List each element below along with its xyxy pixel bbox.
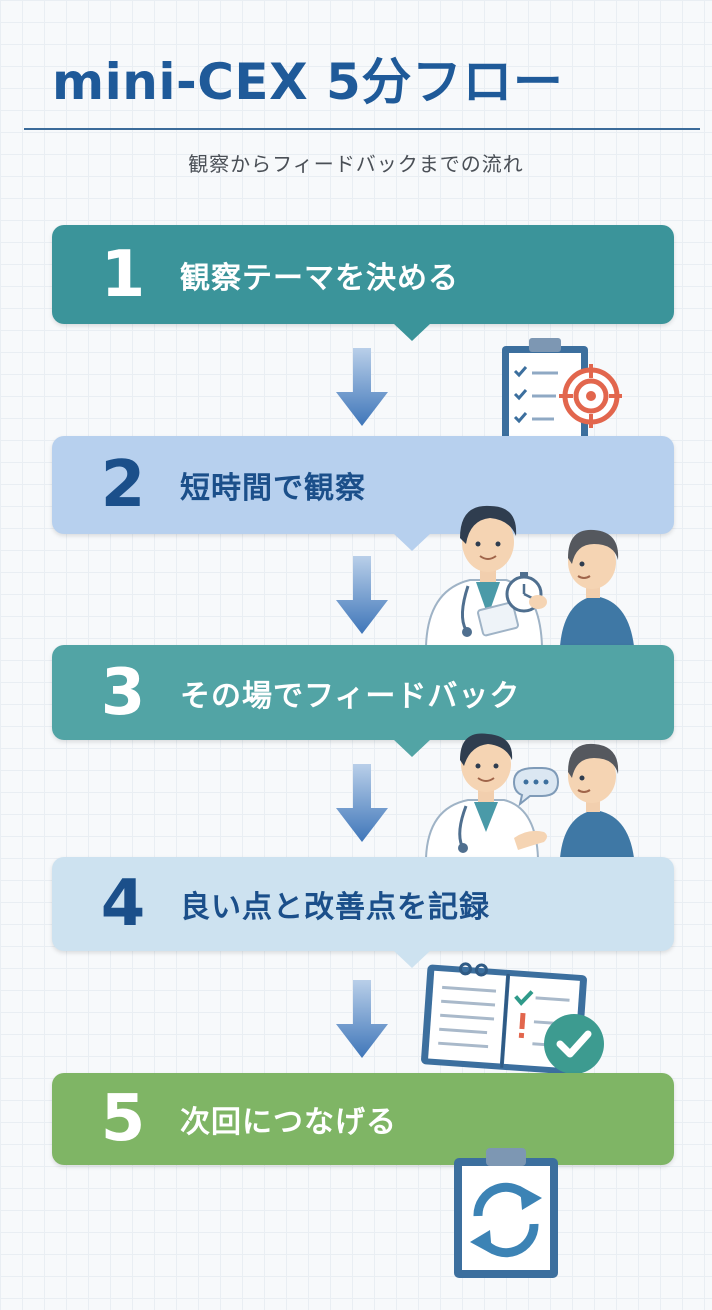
flow-step-3: 3 その場でフィードバック — [52, 645, 674, 757]
doctor-with-stopwatch-illustration — [424, 505, 634, 646]
step-label: 観察テーマを決める — [180, 260, 459, 296]
clipboard-target-icon — [502, 338, 622, 450]
flow-step-5: 5 次回につなげる — [52, 1073, 674, 1165]
step-number: 3 — [100, 655, 146, 730]
doctor-talking-illustration — [424, 733, 634, 858]
arrow-down-icon — [336, 980, 388, 1058]
step-number: 1 — [100, 237, 146, 312]
step-number: 4 — [100, 867, 146, 941]
arrow-down-icon — [336, 556, 388, 634]
clipboard-refresh-icon — [454, 1148, 558, 1278]
page-subtitle: 観察からフィードバックまでの流れ — [188, 152, 524, 176]
step-label: 良い点と改善点を記録 — [180, 890, 490, 925]
step-label: 次回につなげる — [180, 1105, 397, 1140]
flow-step-2: 2 短時間で観察 — [52, 436, 674, 551]
step-number: 5 — [100, 1082, 146, 1156]
title-divider — [24, 128, 700, 130]
flow-step-1: 1 観察テーマを決める — [52, 225, 674, 341]
step-number: 2 — [100, 448, 146, 522]
page-title: mini-CEX 5分フロー — [52, 53, 564, 111]
flow-step-4: 4 良い点と改善点を記録 — [52, 857, 674, 968]
arrow-down-icon — [336, 764, 388, 842]
step-label: その場でフィードバック — [180, 678, 521, 714]
step-label: 短時間で観察 — [180, 471, 366, 506]
arrow-down-icon — [336, 348, 388, 426]
notebook-check-icon — [421, 962, 604, 1075]
